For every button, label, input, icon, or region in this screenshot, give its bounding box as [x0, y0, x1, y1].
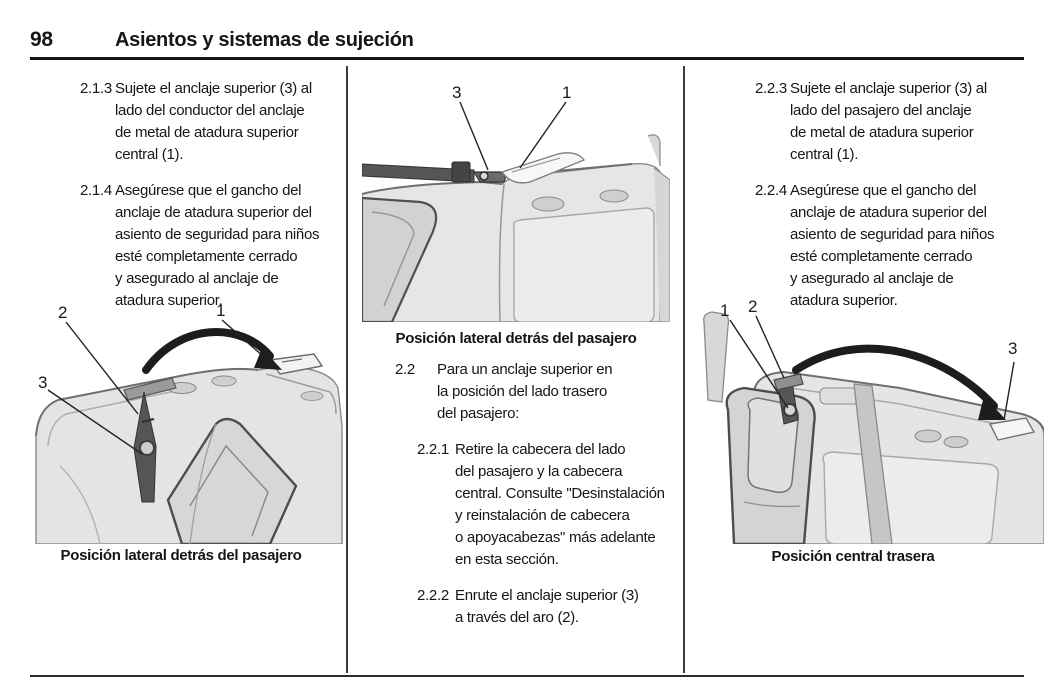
- instruction-text: Retire la cabecera del lado del pasajero…: [455, 441, 665, 568]
- instruction-2-2-2: 2.2.2 Enrute el anclaje superior (3) a t…: [417, 585, 680, 629]
- figure-caption: Posición central trasera: [771, 548, 935, 565]
- leader-line-2: [65, 321, 139, 415]
- footer-rule: [30, 675, 1024, 677]
- instruction-number: 2.2.3: [755, 80, 787, 97]
- child-seat: [725, 386, 816, 544]
- figure-rear-center-seat: 1 2 3: [703, 297, 1044, 544]
- leader-line-3: [459, 101, 489, 171]
- instruction-number: 2.2.1: [417, 441, 449, 458]
- header-rule: [30, 57, 1024, 60]
- instruction-number: 2.2: [395, 361, 415, 378]
- child-seat: [362, 196, 438, 322]
- figure-label-3: 3: [452, 83, 461, 102]
- top-anchor: [500, 152, 586, 184]
- figure-caption: Posición lateral detrás del pasajero: [395, 330, 637, 347]
- figure-label-1: 1: [720, 301, 729, 320]
- instruction-2-2-4: 2.2.4 Asegúrese que el gancho del anclaj…: [755, 180, 1024, 312]
- leader-line-1: [519, 101, 567, 169]
- instruction-number: 2.2.2: [417, 587, 449, 604]
- child-seat: [166, 417, 298, 544]
- tether-strap: [123, 377, 177, 503]
- figure-rear-passenger-side-seat: 2 1 3: [35, 301, 343, 544]
- seat-belt-strap: [853, 383, 893, 544]
- instruction-text: Asegúrese que el gancho del anclaje de a…: [790, 182, 995, 309]
- figure-label-1: 1: [562, 83, 571, 102]
- instruction-text: Para un anclaje superior en la posición …: [437, 361, 613, 422]
- column-3-text: 2.2.3 Sujete el anclaje superior (3) al …: [755, 78, 1024, 326]
- instruction-2-2-3: 2.2.3 Sujete el anclaje superior (3) al …: [755, 78, 1024, 166]
- leader-line-2: [755, 315, 785, 379]
- instruction-number: 2.1.4: [80, 182, 112, 199]
- instruction-text: Sujete el anclaje superior (3) al lado d…: [115, 80, 312, 163]
- instruction-number: 2.1.3: [80, 80, 112, 97]
- figure-label-3: 3: [1008, 339, 1017, 358]
- instruction-2-1-3: 2.1.3 Sujete el anclaje superior (3) al …: [80, 78, 347, 166]
- leader-line-1: [729, 319, 789, 409]
- instruction-2-2: 2.2 Para un anclaje superior en la posic…: [395, 359, 680, 425]
- figure-label-2: 2: [58, 303, 67, 322]
- column-2-text: 2.2 Para un anclaje superior en la posic…: [395, 359, 680, 643]
- column-divider-right: [683, 66, 685, 673]
- instruction-2-2-1: 2.2.1 Retire la cabecera del lado del pa…: [417, 439, 680, 571]
- top-anchor: [988, 417, 1036, 441]
- front-headrest: [703, 311, 730, 403]
- instruction-text: Asegúrese que el gancho del anclaje de a…: [115, 182, 320, 309]
- page-title: Asientos y sistemas de sujeción: [115, 29, 414, 51]
- leader-line-3: [47, 389, 143, 455]
- instruction-text: Enrute el anclaje superior (3) a través …: [455, 587, 639, 626]
- tether-strap: [362, 161, 506, 183]
- figure-behind-passenger-anchor: 3 1: [362, 83, 670, 322]
- anchor-cover: [819, 387, 861, 405]
- instruction-text: Sujete el anclaje superior (3) al lado d…: [790, 80, 987, 163]
- instruction-2-1-4: 2.1.4 Asegúrese que el gancho del anclaj…: [80, 180, 347, 312]
- leader-line-3: [1003, 361, 1015, 421]
- figure-label-2: 2: [748, 297, 757, 316]
- column-1-text: 2.1.3 Sujete el anclaje superior (3) al …: [80, 78, 347, 326]
- figure-label-3: 3: [38, 373, 47, 392]
- column-divider-left: [346, 66, 348, 673]
- instruction-number: 2.2.4: [755, 182, 787, 199]
- leader-line-1: [221, 319, 273, 365]
- routing-arrow: [142, 328, 282, 374]
- seat-back: [362, 134, 670, 322]
- page-number: 98: [30, 28, 53, 51]
- figure-label-1: 1: [216, 301, 225, 320]
- routing-arrow: [792, 344, 1006, 420]
- figure-caption: Posición lateral detrás del pasajero: [60, 547, 302, 564]
